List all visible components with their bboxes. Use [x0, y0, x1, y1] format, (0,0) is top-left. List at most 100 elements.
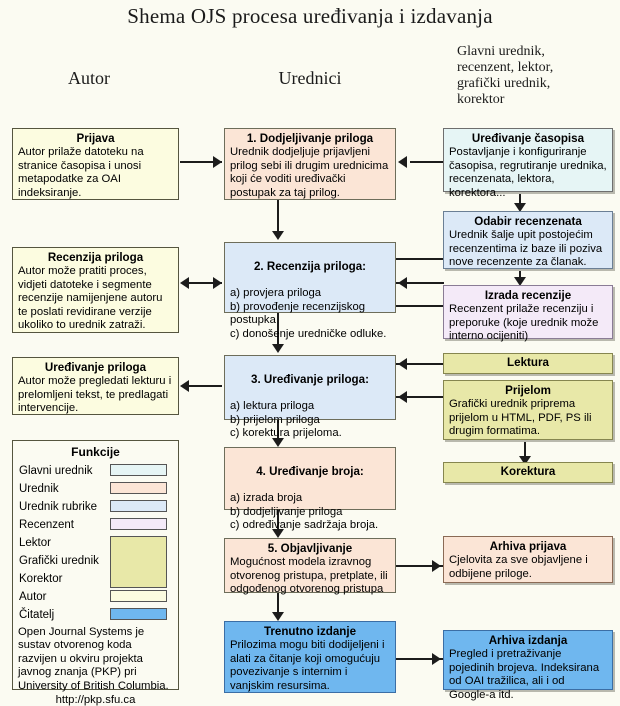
connector-step5-arhivaprijava — [396, 565, 444, 567]
box-arhiva-izdanja-body: Pregled i pretraživanje pojedinih brojev… — [449, 648, 600, 701]
connector-odabir-izrada — [519, 269, 521, 283]
connector-prijava-step1 — [180, 161, 222, 163]
box-recenzija-priloga-body: Autor može pratiti proces, vidjeti datot… — [18, 265, 163, 332]
legend-funkcije: Funkcije Glavni urednik Urednik Urednik … — [12, 440, 179, 706]
box-step-1-heading: 1. Dodjeljivanje priloga — [246, 132, 374, 145]
connector-casopis-step1 — [410, 161, 444, 163]
box-arhiva-prijava-body: Cjelovita za sve objavljene i odbijene p… — [449, 554, 588, 580]
legend-swatch-lektor-grafiki-korektor — [110, 536, 167, 588]
legend-item-citatelj: Čitatelj — [19, 606, 172, 624]
legend-note: Open Journal Systems je sustav otvorenog… — [18, 626, 169, 692]
arrowhead-down — [272, 529, 284, 538]
box-trenutno-izdanje-heading: Trenutno izdanje — [263, 625, 357, 638]
box-odabir-recenzenata-body: Urednik šalje upit postojećim recenzenti… — [449, 229, 603, 269]
connector-step3-lektura — [396, 363, 444, 365]
box-step-3[interactable]: 3. Uređivanje priloga: a) lektura prilog… — [224, 355, 396, 439]
box-recenzija-priloga-heading: Recenzija priloga — [47, 251, 144, 264]
box-step-1-body: Urednik dodjeljuje prijavljeni prilog se… — [230, 146, 389, 199]
box-arhiva-izdanja[interactable]: Arhiva izdanja Pregled i pretraživanje p… — [443, 630, 613, 701]
arrowhead-down — [272, 438, 284, 447]
legend-label: Urednik rubrike — [19, 501, 97, 513]
arrowhead-down — [514, 203, 526, 212]
box-odabir-recenzenata[interactable]: Odabir recenzenata Urednik šalje upit po… — [443, 211, 613, 269]
arrowhead-right — [432, 560, 441, 572]
column-heading-editors: Urednici — [278, 68, 342, 88]
box-izrada-recenzije[interactable]: Izrada recenzije Recenzent prilaže recen… — [443, 285, 613, 343]
legend-label: Urednik — [19, 483, 59, 495]
legend-label: Korektor — [19, 573, 63, 585]
arrowhead-down — [514, 277, 526, 286]
box-arhiva-izdanja-heading: Arhiva izdanja — [488, 634, 568, 647]
arrowhead-left — [398, 391, 407, 403]
arrowhead-down — [272, 612, 284, 621]
connector-trenutno-arhivaizdanja — [396, 658, 444, 660]
box-step-4[interactable]: 4. Uređivanje broja: a) izrada broja b) … — [224, 447, 396, 531]
legend-rows: Glavni urednik Urednik Urednik rubrike R… — [13, 462, 178, 624]
box-prijava-heading: Prijava — [76, 132, 115, 145]
box-trenutno-izdanje-body: Prilozima mogu biti dodijeljeni i alati … — [230, 639, 385, 692]
box-uredivanje-priloga[interactable]: Uređivanje priloga Autor može pregledati… — [12, 357, 179, 415]
legend-label: Autor — [19, 591, 47, 603]
box-odabir-recenzenata-heading: Odabir recenzenata — [474, 215, 582, 228]
connector-casopis-odabir — [519, 192, 521, 208]
box-prijelom-body: Grafički urednik priprema prijelom u HTM… — [449, 398, 592, 438]
column-heading-roles: Glavni urednik, recenzent, lektor, grafi… — [457, 44, 554, 107]
arrowhead-down — [519, 456, 531, 465]
arrowhead-right — [213, 156, 222, 168]
box-lektura[interactable]: Lektura — [443, 353, 613, 374]
arrowhead-down — [272, 231, 284, 240]
box-step-1[interactable]: 1. Dodjeljivanje priloga Urednik dodjelj… — [224, 128, 396, 200]
legend-url[interactable]: http://pkp.sfu.ca — [55, 694, 136, 706]
legend-item-recenzent: Recenzent — [19, 516, 172, 534]
legend-swatch-urednik-rubrike — [110, 500, 167, 512]
arrowhead-left — [180, 277, 189, 289]
box-prijelom[interactable]: Prijelom Grafički urednik priprema prije… — [443, 380, 613, 440]
box-lektura-heading: Lektura — [507, 356, 549, 369]
legend-item-korektor: Korektor — [19, 570, 172, 588]
connector-odabir-step2 — [396, 282, 444, 284]
connector-step2-izrada — [396, 305, 444, 307]
box-korektura-heading: Korektura — [500, 465, 556, 478]
box-recenzija-priloga[interactable]: Recenzija priloga Autor može pratiti pro… — [12, 247, 179, 333]
legend-swatch-glavni-urednik — [110, 464, 167, 476]
connector-uredjivanje-step3 — [182, 385, 222, 387]
box-uredivanje-casopisa-heading: Uređivanje časopisa — [471, 132, 585, 145]
connector-step1-step2 — [277, 200, 279, 234]
arrowhead-right — [432, 653, 441, 665]
box-trenutno-izdanje[interactable]: Trenutno izdanje Prilozima mogu biti dod… — [224, 621, 396, 693]
box-uredivanje-casopisa[interactable]: Uređivanje časopisa Postavljanje i konfi… — [443, 128, 613, 199]
connector-prijelom-korektura — [524, 440, 526, 462]
legend-label: Glavni urednik — [19, 465, 93, 477]
connector-step3-step4 — [277, 420, 279, 444]
legend-item-urednik: Urednik — [19, 480, 172, 498]
box-step-5[interactable]: 5. Objavljivanje Mogućnost modela izravn… — [224, 538, 396, 595]
legend-label: Lektor — [19, 537, 51, 549]
connector-step2-odabir — [396, 258, 444, 260]
legend-swatch-citatelj — [110, 608, 167, 620]
legend-item-lektor: Lektor — [19, 534, 172, 588]
legend-item-autor: Autor — [19, 588, 172, 606]
connector-step5-trenutno — [277, 593, 279, 617]
box-step-2-heading: 2. Recenzija priloga: — [253, 259, 367, 273]
legend-swatch-urednik — [110, 482, 167, 494]
box-korektura[interactable]: Korektura — [443, 462, 613, 483]
box-arhiva-prijava-heading: Arhiva prijava — [489, 540, 567, 553]
connector-recenzija-step2 — [182, 282, 222, 284]
box-uredivanje-priloga-body: Autor može pregledati lekturu i prelomlj… — [18, 375, 172, 415]
legend-item-glavni-urednik: Glavni urednik — [19, 462, 172, 480]
arrowhead-left — [398, 277, 407, 289]
box-step-2[interactable]: 2. Recenzija priloga: a) provjera prilog… — [224, 242, 396, 340]
box-izrada-recenzije-body: Recenzent prilaže recenziju i preporuke … — [449, 303, 599, 343]
arrowhead-left — [180, 380, 189, 392]
box-step-3-heading: 3. Uređivanje priloga: — [251, 372, 369, 386]
box-step-5-heading: 5. Objavljivanje — [267, 542, 353, 555]
legend-label: Čitatelj — [19, 609, 55, 621]
legend-swatch-autor — [110, 590, 167, 602]
connector-step2-step3 — [277, 313, 279, 347]
arrowhead-down — [272, 344, 284, 353]
legend-swatch-recenzent — [110, 518, 167, 530]
box-step-3-body: a) lektura priloga b) prijelom priloga c… — [230, 400, 342, 440]
box-prijava[interactable]: Prijava Autor prilaže datoteku na strani… — [12, 128, 179, 200]
box-arhiva-prijava[interactable]: Arhiva prijava Cjelovita za sve objavlje… — [443, 536, 613, 583]
